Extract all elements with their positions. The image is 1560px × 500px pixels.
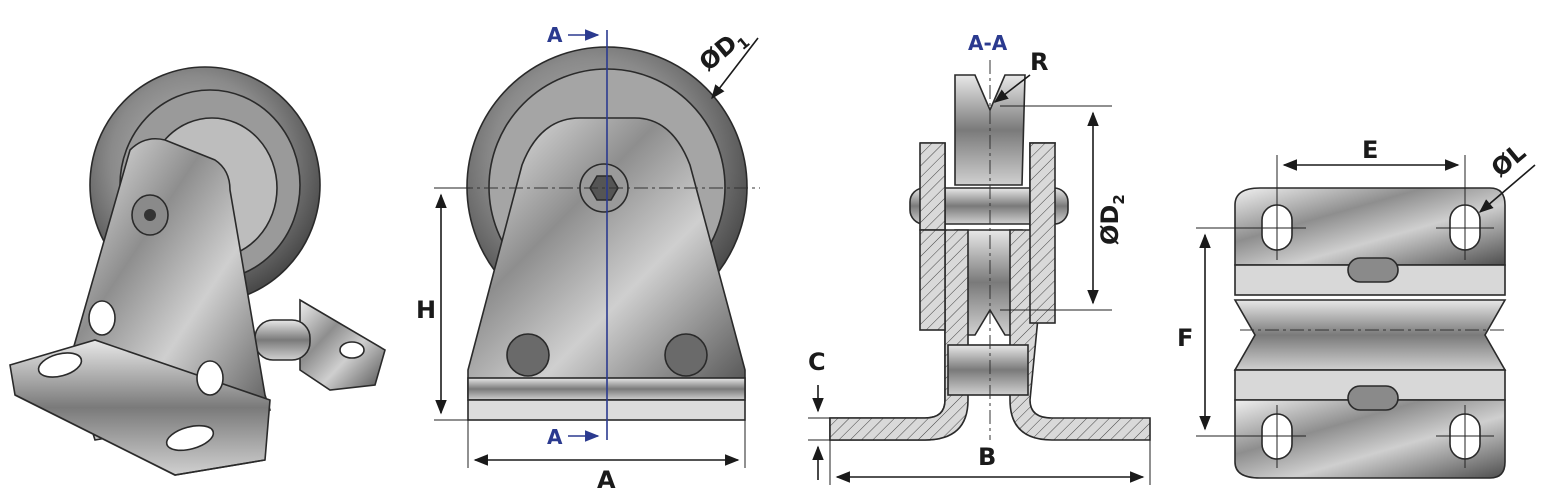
- dim-d2-label: ØD2: [1096, 194, 1128, 245]
- dim-f-label: F: [1177, 324, 1193, 352]
- dim-l-text: ØL: [1486, 138, 1531, 182]
- section-title: A-A: [968, 31, 1008, 55]
- dim-d1-prefix: ØD: [694, 29, 743, 76]
- dim-e-label: E: [1362, 136, 1378, 164]
- dim-b-label: B: [978, 443, 996, 471]
- front-view: [434, 29, 760, 468]
- dim-c-label: C: [808, 348, 826, 376]
- dim-d2-prefix: ØD: [1096, 205, 1124, 245]
- dim-a-label: A: [597, 466, 616, 494]
- section-view: [808, 60, 1151, 485]
- dim-r-label: R: [1030, 48, 1048, 76]
- section-marker-top: A: [547, 23, 563, 47]
- svg-text:ØD2: ØD2: [1096, 194, 1128, 245]
- isometric-view: [9, 66, 386, 476]
- section-marker-bottom: A: [547, 425, 563, 449]
- dim-d1-label: ØD1: [694, 23, 753, 80]
- dim-h-label: H: [416, 296, 436, 324]
- top-view: [1196, 155, 1536, 479]
- dim-d2-sub: 2: [1110, 194, 1128, 204]
- dim-l-label: ØL: [1486, 138, 1531, 182]
- svg-text:ØD1: ØD1: [694, 23, 753, 80]
